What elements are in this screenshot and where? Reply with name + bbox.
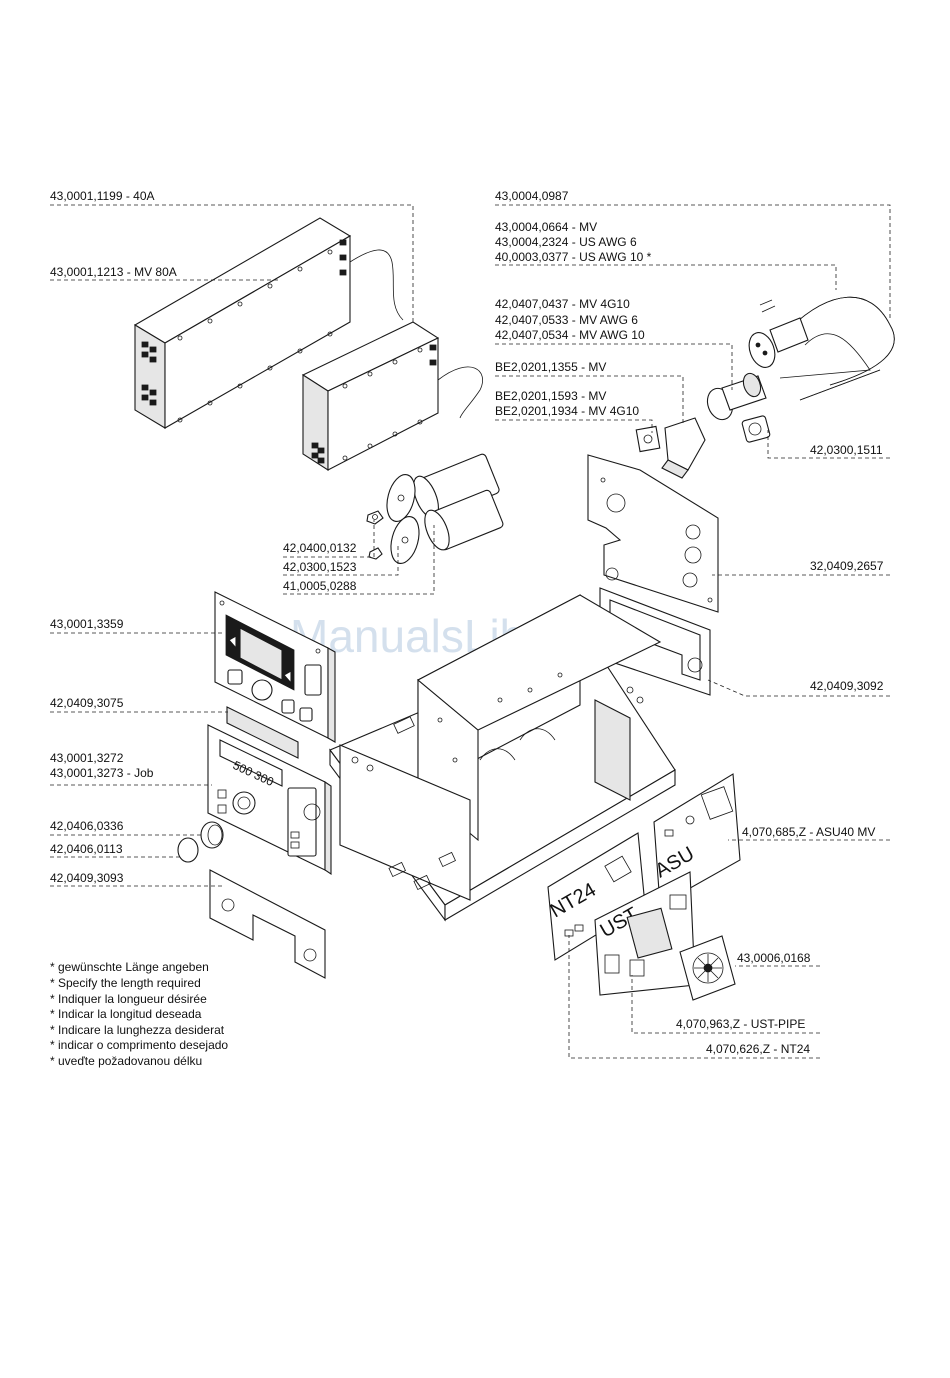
label-43-0001-3359: 43,0001,3359 bbox=[50, 617, 124, 631]
label-43-0001-3273: 43,0001,3273 - Job bbox=[50, 766, 154, 780]
label-42-0300-1511: 42,0300,1511 bbox=[810, 443, 883, 457]
label-4-070-963: 4,070,963,Z - UST-PIPE bbox=[676, 1017, 805, 1031]
footnote-en: * Specify the length required bbox=[50, 976, 201, 990]
footnote-de: * gewünschte Länge angeben bbox=[50, 960, 209, 974]
strain-relief-bracket bbox=[635, 417, 706, 479]
label-32-0409-2657: 32,0409,2657 bbox=[810, 559, 884, 573]
nt24-board: NT24 bbox=[547, 832, 646, 961]
label-be2-0201-1934: BE2,0201,1934 - MV 4G10 bbox=[495, 404, 639, 418]
label-43-0001-3272: 43,0001,3272 bbox=[50, 751, 124, 765]
filter-box-40a bbox=[133, 217, 404, 429]
mains-cable-plug bbox=[748, 296, 895, 401]
knob-cap bbox=[177, 837, 199, 863]
filter-box-mv-80a bbox=[301, 321, 483, 472]
footnote-pt: * indicar o comprimento desejado bbox=[50, 1038, 228, 1052]
label-4-070-685: 4,070,685,Z - ASU40 MV bbox=[742, 825, 875, 839]
control-knob bbox=[200, 821, 224, 849]
label-4-070-626: 4,070,626,Z - NT24 bbox=[706, 1042, 810, 1056]
gasket-strip bbox=[226, 706, 299, 759]
rear-panel bbox=[587, 454, 719, 613]
footnote-cs: * uveďte požadovanou délku bbox=[50, 1054, 202, 1068]
label-42-0407-0437: 42,0407,0437 - MV 4G10 bbox=[495, 297, 630, 311]
capacitor-pair bbox=[413, 453, 504, 551]
footnote-es: * Indicar la longitud deseada bbox=[50, 1007, 202, 1021]
bottom-bracket bbox=[209, 869, 326, 979]
label-be2-0201-1355: BE2,0201,1355 - MV bbox=[495, 360, 606, 374]
control-panel-rear: 500 300 bbox=[207, 724, 332, 876]
cable-connector bbox=[706, 372, 771, 443]
footnotes: * gewünschte Länge angeben * Specify the… bbox=[50, 960, 228, 1068]
label-43-0001-1199: 43,0001,1199 - 40A bbox=[50, 189, 155, 203]
label-43-0004-0987: 43,0004,0987 bbox=[495, 189, 569, 203]
label-42-0300-1523: 42,0300,1523 bbox=[283, 560, 357, 574]
part-number-labels: 43,0001,1199 - 40A 43,0001,1213 - MV 80A… bbox=[50, 189, 884, 1056]
label-42-0409-3092: 42,0409,3092 bbox=[810, 679, 884, 693]
label-42-0409-3093: 42,0409,3093 bbox=[50, 871, 124, 885]
leader-lines bbox=[50, 204, 891, 1059]
label-41-0005-0288: 41,0005,0288 bbox=[283, 579, 357, 593]
label-be2-0201-1593: BE2,0201,1593 - MV bbox=[495, 389, 606, 403]
label-42-0409-3075: 42,0409,3075 bbox=[50, 696, 124, 710]
label-43-0006-0168: 43,0006,0168 bbox=[737, 951, 811, 965]
footnote-it: * Indicare la lunghezza desiderat bbox=[50, 1023, 225, 1037]
label-42-0406-0113: 42,0406,0113 bbox=[50, 842, 123, 856]
label-43-0004-0664: 43,0004,0664 - MV bbox=[495, 220, 597, 234]
control-panel-front bbox=[214, 591, 336, 743]
label-40-0003-0377: 40,0003,0377 - US AWG 10 * bbox=[495, 250, 652, 264]
footnote-fr: * Indiquer la longueur désirée bbox=[50, 992, 207, 1006]
mounting-discs bbox=[366, 474, 420, 564]
label-42-0406-0336: 42,0406,0336 bbox=[50, 819, 124, 833]
ust-pipe-board: UST bbox=[594, 871, 696, 996]
label-42-0407-0534: 42,0407,0534 - MV AWG 10 bbox=[495, 328, 645, 342]
machine-chassis bbox=[329, 594, 676, 922]
label-42-0407-0533: 42,0407,0533 - MV AWG 6 bbox=[495, 313, 638, 327]
label-43-0001-1213: 43,0001,1213 - MV 80A bbox=[50, 265, 177, 279]
label-43-0004-2324: 43,0004,2324 - US AWG 6 bbox=[495, 235, 637, 249]
cooling-fan bbox=[679, 935, 736, 1001]
label-42-0400-0132: 42,0400,0132 bbox=[283, 541, 357, 555]
